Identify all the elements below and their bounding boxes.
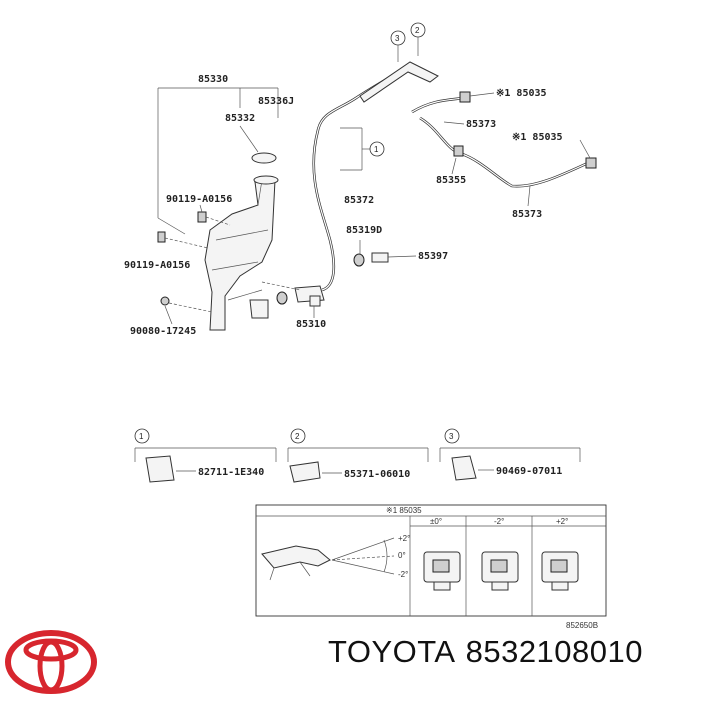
legend-item-1 xyxy=(134,428,277,483)
callout-2-3-group xyxy=(359,22,439,103)
callout-1-bracket xyxy=(340,127,385,171)
label-90080: 90080-17245 xyxy=(130,326,196,337)
table-col-plus2: +2° xyxy=(556,517,568,526)
legend-part-2: 85371-06010 xyxy=(344,469,410,480)
tank-bracket-leader xyxy=(157,87,279,235)
label-85035-upper: ※1 85035 xyxy=(496,88,547,99)
nozzle-view-plus2 xyxy=(541,551,579,591)
spray-angle-plus: +2° xyxy=(398,534,410,543)
label-85336j: 85336J xyxy=(258,96,294,107)
table-col-minus2: -2° xyxy=(494,517,504,526)
legend-num-1: 1 xyxy=(139,432,144,441)
label-85310: 85310 xyxy=(296,319,326,330)
legend-part-3: 90469-07011 xyxy=(496,466,562,477)
callout-3: 3 xyxy=(395,34,400,43)
toyota-logo xyxy=(5,630,97,694)
nozzle-view-minus2 xyxy=(481,551,519,591)
label-85319d: 85319D xyxy=(346,225,382,236)
label-85373-lower: 85373 xyxy=(512,209,542,220)
bolt-90119-lower xyxy=(157,231,209,249)
part-number: 8532108010 xyxy=(465,634,644,669)
table-col-0: ±0° xyxy=(430,517,442,526)
nozzle-spray-diagram xyxy=(261,537,395,581)
callout-2: 2 xyxy=(415,26,420,35)
legend-num-2: 2 xyxy=(295,432,300,441)
label-85373-upper: 85373 xyxy=(466,119,496,130)
table-header: ※1 85035 xyxy=(386,506,422,515)
legend-part-1: 82711-1E340 xyxy=(198,467,264,478)
spray-angle-zero: 0° xyxy=(398,551,406,560)
cap-seal-ring xyxy=(251,152,277,164)
label-85397: 85397 xyxy=(418,251,448,262)
brand-name: TOYOTA xyxy=(328,634,456,669)
washer-tank xyxy=(204,175,279,331)
nozzle-upper xyxy=(459,91,471,103)
legend-num-3: 3 xyxy=(449,432,454,441)
label-85035-lower: ※1 85035 xyxy=(512,132,563,143)
drawing-code: 852650B xyxy=(566,621,598,630)
callout-1: 1 xyxy=(374,145,379,154)
label-85330: 85330 xyxy=(198,74,228,85)
nozzle-lower xyxy=(585,157,597,169)
label-85332: 85332 xyxy=(225,113,255,124)
legend-item-3 xyxy=(439,428,581,481)
label-90119-lower: 90119-A0156 xyxy=(124,260,190,271)
nozzle-view-zero xyxy=(423,551,461,591)
grommet-90080 xyxy=(160,296,213,313)
washer-pump xyxy=(261,281,325,307)
spray-angle-minus: -2° xyxy=(398,570,408,579)
label-90119-upper: 90119-A0156 xyxy=(166,194,232,205)
joint-85355 xyxy=(453,145,464,157)
legend-item-2 xyxy=(287,428,429,483)
check-valve xyxy=(353,240,389,267)
brand-caption: TOYOTA 8532108010 xyxy=(328,634,643,670)
label-85355: 85355 xyxy=(436,175,466,186)
label-85372: 85372 xyxy=(344,195,374,206)
